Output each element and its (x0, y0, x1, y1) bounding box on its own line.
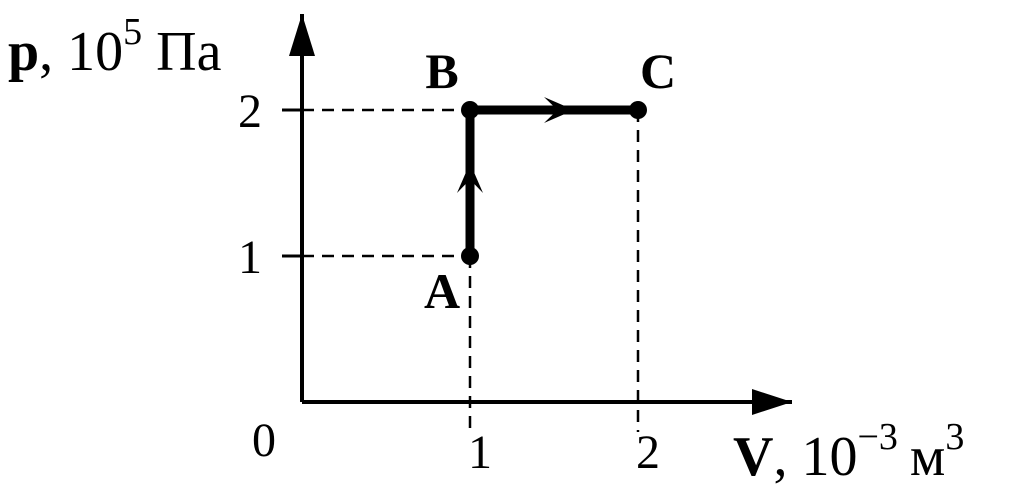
arrow-A-B (457, 163, 483, 193)
point-A (461, 247, 479, 265)
y-tick-label-2: 2 (238, 85, 262, 138)
x-tick-label-2: 2 (636, 426, 660, 479)
x-axis-unit-base: 10 (801, 426, 857, 488)
y-axis-var: p (8, 21, 39, 83)
arrow-B-C (544, 97, 574, 123)
y-axis-arrow (289, 14, 315, 56)
x-axis-sep: , (773, 426, 787, 488)
x-axis-label: V,10−3 м3 (733, 416, 964, 488)
state-points (461, 101, 647, 265)
y-axis-label: p,105 Па (8, 11, 222, 83)
y-axis-unit-exp: 5 (123, 11, 142, 53)
axes (282, 14, 792, 415)
y-axis-unit-name: Па (156, 21, 221, 83)
x-axis-unit-exp: −3 (857, 416, 897, 458)
y-tick-label-1: 1 (238, 231, 262, 284)
point-label-A: A (424, 263, 460, 319)
point-label-B: B (425, 43, 458, 99)
x-axis-unit-name: м (910, 426, 945, 488)
point-C (629, 101, 647, 119)
x-axis-unit-name-exp: 3 (945, 416, 964, 458)
x-axis-arrow (752, 389, 792, 415)
point-B (461, 101, 479, 119)
y-axis-unit-base: 10 (67, 21, 123, 83)
origin-label: 0 (252, 414, 276, 467)
y-axis-sep: , (39, 21, 53, 83)
x-tick-label-1: 1 (468, 426, 492, 479)
process-path (457, 97, 643, 261)
point-label-C: C (640, 43, 676, 99)
x-axis-var: V (733, 426, 773, 488)
